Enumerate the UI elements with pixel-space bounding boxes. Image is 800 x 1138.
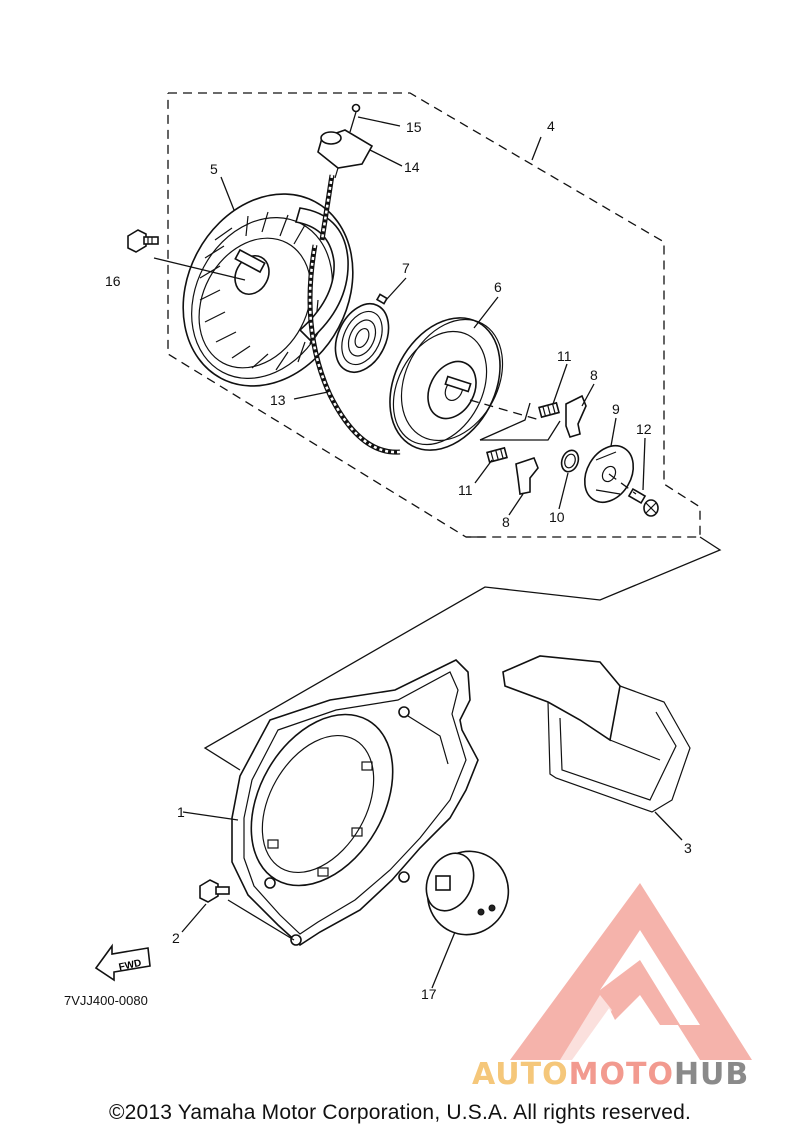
callout-3: 3: [684, 840, 692, 856]
callout-6: 6: [494, 279, 502, 295]
callout-9: 9: [612, 401, 620, 417]
starter-handle-part-14: [317, 129, 374, 179]
watermark-logo: [510, 883, 752, 1060]
callout-1: 1: [177, 804, 185, 820]
spring-part-11-upper: [538, 401, 560, 419]
callout-labels: 1 2 3 4 5 6 7 8 8 9 10 11 11 12 13 14 15…: [105, 118, 692, 1002]
washer-part-10: [560, 449, 580, 473]
callout-16: 16: [105, 273, 121, 289]
copyright-notice: ©2013 Yamaha Motor Corporation, U.S.A. A…: [108, 1101, 692, 1124]
starter-case-part-5: [182, 193, 354, 387]
fan-cover-part-1: [231, 659, 479, 947]
callout-14: 14: [404, 159, 420, 175]
fwd-arrow-icon: FWD: [94, 943, 151, 982]
callout-13: 13: [270, 392, 286, 408]
callout-11-upper: 11: [557, 348, 572, 364]
callout-2: 2: [172, 930, 180, 946]
callout-15: 15: [406, 119, 422, 135]
bolt-part-2: [199, 879, 230, 903]
callout-7: 7: [402, 260, 410, 276]
spiral-spring-part-7: [334, 293, 390, 373]
pulley-part-6: [389, 317, 504, 451]
callout-12: 12: [636, 421, 652, 437]
ratchet-part-8-upper: [565, 394, 587, 438]
screw-part-12: [608, 473, 659, 517]
ratchet-assembly-lines: [469, 399, 561, 441]
fwd-label: FWD: [118, 958, 143, 973]
watermark-brand-text: AUTOMOTOHUB: [472, 1057, 749, 1092]
catalog-code: 7VJJ400-0080: [64, 993, 148, 1008]
ratchet-part-8-lower: [515, 457, 539, 495]
leader-lines: [153, 116, 683, 989]
spring-part-11-lower: [486, 446, 508, 464]
cover-part-3: [502, 655, 691, 813]
callout-10: 10: [549, 509, 565, 525]
callout-11-lower: 11: [458, 482, 473, 498]
bolt-part-16: [127, 229, 159, 253]
starter-cup-part-17: [425, 850, 510, 936]
watermark-moto: MOTO: [568, 1057, 674, 1092]
rope-pin-part-15: [349, 103, 361, 133]
watermark-auto: AUTO: [472, 1057, 569, 1092]
callout-5: 5: [210, 161, 218, 177]
assembly-dashed-outline: [167, 92, 722, 771]
callout-17: 17: [421, 986, 437, 1002]
watermark-hub: HUB: [673, 1057, 750, 1092]
callout-8-lower: 8: [502, 514, 510, 530]
callout-4: 4: [547, 118, 555, 134]
callout-8-upper: 8: [590, 367, 598, 383]
starter-rope-part-13: [307, 174, 401, 455]
